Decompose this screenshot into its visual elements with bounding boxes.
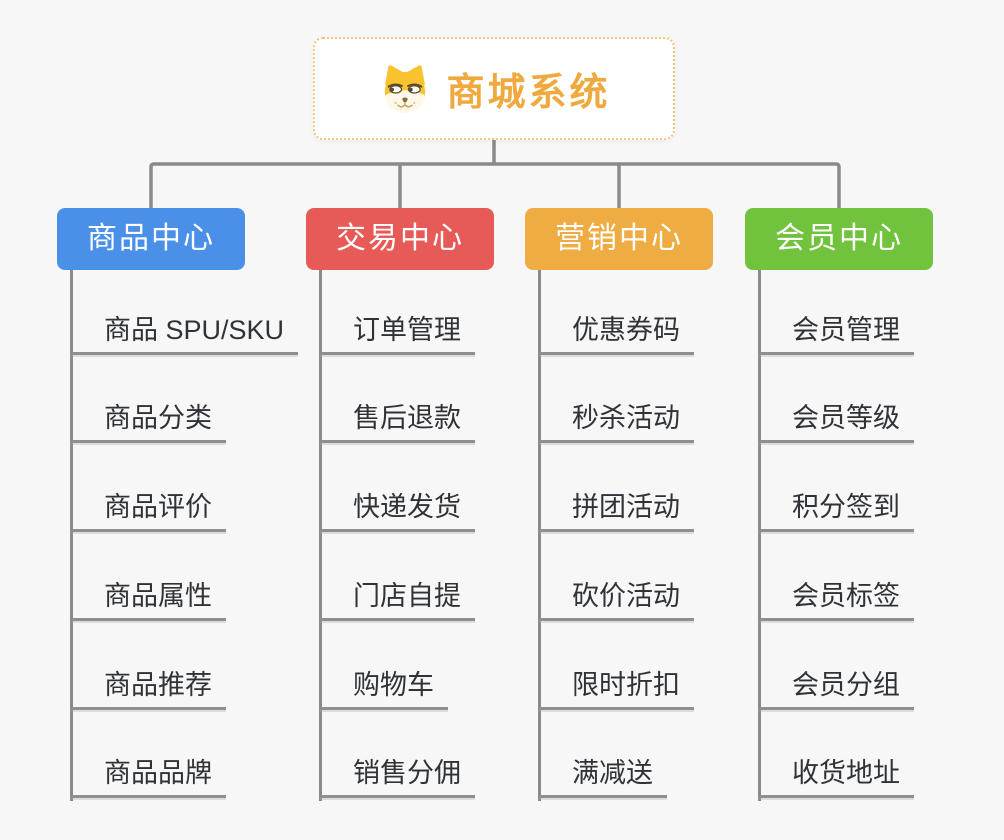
child-node-marketing-4[interactable]: 砍价活动 <box>539 578 694 621</box>
branch-column-marketing: 营销中心 优惠券码 秒杀活动 拼团活动 砍价活动 限时折扣 满减送 <box>525 208 713 801</box>
branch-column-trade: 交易中心 订单管理 售后退款 快递发货 门店自提 购物车 销售分佣 <box>306 208 494 801</box>
child-node-trade-3[interactable]: 快递发货 <box>320 489 475 532</box>
child-node-member-2[interactable]: 会员等级 <box>759 400 914 443</box>
child-node-member-6[interactable]: 收货地址 <box>759 755 914 798</box>
child-node-marketing-1[interactable]: 优惠券码 <box>539 312 694 355</box>
main-elbow-connector <box>149 162 841 210</box>
children-connector-marketing <box>538 270 541 801</box>
child-node-trade-4[interactable]: 门店自提 <box>320 578 475 621</box>
child-node-product-6[interactable]: 商品品牌 <box>71 755 226 798</box>
branch-node-marketing[interactable]: 营销中心 <box>525 208 713 270</box>
branch-column-product: 商品中心 商品 SPU/SKU 商品分类 商品评价 商品属性 商品推荐 商品品牌 <box>57 208 299 801</box>
child-node-marketing-6[interactable]: 满减送 <box>539 755 667 798</box>
child-node-member-3[interactable]: 积分签到 <box>759 489 914 532</box>
child-node-trade-5[interactable]: 购物车 <box>320 667 448 710</box>
branch-node-product[interactable]: 商品中心 <box>57 208 245 270</box>
child-node-marketing-2[interactable]: 秒杀活动 <box>539 400 694 443</box>
connector-lines <box>149 139 841 210</box>
child-node-marketing-5[interactable]: 限时折扣 <box>539 667 694 710</box>
child-node-trade-6[interactable]: 销售分佣 <box>320 755 475 798</box>
child-node-trade-2[interactable]: 售后退款 <box>320 400 475 443</box>
child-node-member-1[interactable]: 会员管理 <box>759 312 914 355</box>
branch-node-trade[interactable]: 交易中心 <box>306 208 494 270</box>
shiba-dog-icon <box>377 61 433 117</box>
child-node-product-2[interactable]: 商品分类 <box>71 400 226 443</box>
child-node-product-4[interactable]: 商品属性 <box>71 578 226 621</box>
child-node-member-4[interactable]: 会员标签 <box>759 578 914 621</box>
child-node-product-5[interactable]: 商品推荐 <box>71 667 226 710</box>
root-title: 商城系统 <box>446 72 611 114</box>
child-node-member-5[interactable]: 会员分组 <box>759 667 914 710</box>
child-node-product-3[interactable]: 商品评价 <box>71 489 226 532</box>
root-node[interactable]: 商城系统 <box>313 37 675 140</box>
children-connector-member <box>758 270 761 801</box>
branch-column-member: 会员中心 会员管理 会员等级 积分签到 会员标签 会员分组 收货地址 <box>745 208 933 801</box>
children-connector-product <box>70 270 73 801</box>
branch-node-member[interactable]: 会员中心 <box>745 208 933 270</box>
children-connector-trade <box>319 270 322 801</box>
child-node-product-1[interactable]: 商品 SPU/SKU <box>71 312 299 355</box>
child-node-trade-1[interactable]: 订单管理 <box>320 312 475 355</box>
child-node-marketing-3[interactable]: 拼团活动 <box>539 489 694 532</box>
